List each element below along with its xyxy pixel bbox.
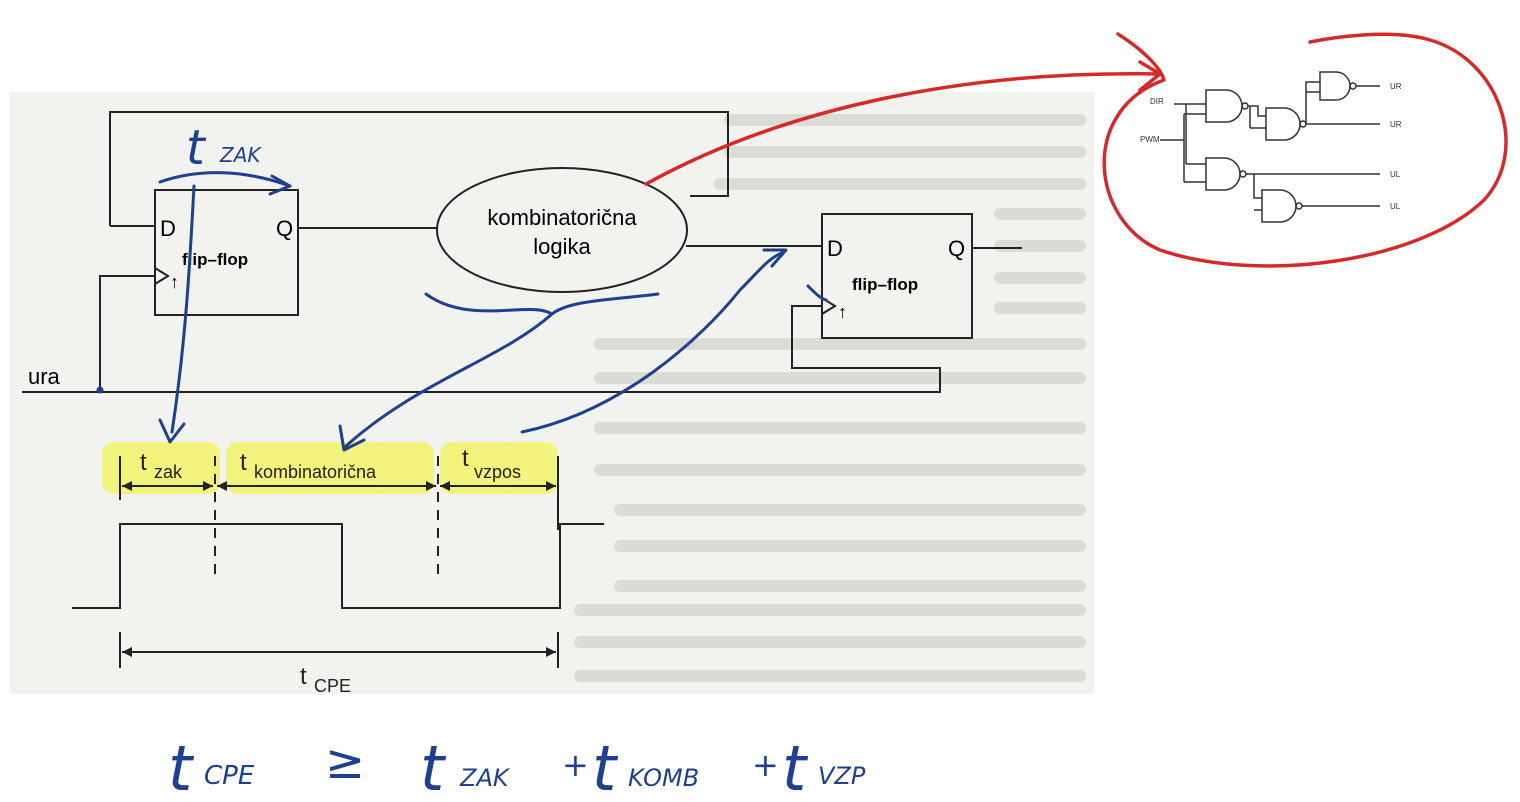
- tcpe-t: t: [300, 663, 307, 690]
- blue-annotations: [96, 171, 828, 452]
- tzak-sub: zak: [154, 462, 183, 482]
- tcpe-sub: CPE: [314, 676, 351, 696]
- clock-waveform: [72, 523, 604, 609]
- ff1-q-label: Q: [276, 216, 293, 241]
- background-page-text: [574, 114, 1086, 682]
- formula-rel: ≥: [325, 734, 365, 790]
- combinational-logic: kombinatorična logika: [436, 167, 688, 293]
- clock-wire-ff1: [99, 275, 155, 392]
- red-circle: [1102, 32, 1508, 268]
- formula-lhs-t: t: [168, 732, 195, 802]
- ur-label-1: UR: [1390, 82, 1402, 91]
- ff1-d-label: D: [160, 216, 176, 241]
- tvzpos-sub: vzpos: [474, 462, 521, 482]
- gate-schematic: [1160, 71, 1380, 223]
- formula-s3: VZP: [818, 762, 866, 790]
- gate-labels: DIR PWM UR UR UL UL: [1140, 82, 1402, 211]
- feedback-wire: [109, 111, 729, 226]
- nand-gate-icon: [1265, 107, 1301, 141]
- ul-label-1: UL: [1390, 170, 1401, 179]
- formula-t1: t: [420, 732, 447, 802]
- ur-label-2: UR: [1390, 120, 1402, 129]
- circuit: [22, 111, 1022, 393]
- tkomb-sub: kombinatorična: [254, 462, 377, 482]
- nand-gate-icon: [1319, 71, 1351, 101]
- clock-triangle-icon: [154, 267, 170, 285]
- formula-s2: KOMB: [628, 764, 699, 792]
- hand-tzak-sub: ZAK: [219, 143, 262, 167]
- ff2-d-label: D: [827, 236, 843, 261]
- nand-gate-icon: [1205, 157, 1241, 191]
- hand-tzak-t: t: [186, 120, 207, 176]
- clock-label: ura: [28, 364, 61, 389]
- nand-gate-icon: [1205, 89, 1243, 123]
- timing-diagram: [72, 456, 604, 668]
- red-annotations: [644, 32, 1508, 268]
- logic-label-line1: kombinatorična: [487, 205, 637, 230]
- tzak-handwritten: t ZAK: [186, 120, 262, 176]
- ff1-name: flip–flop: [182, 250, 248, 269]
- ff1-up-arrow-icon: ↑: [170, 272, 179, 292]
- nand-gate-icon: [1261, 189, 1297, 223]
- ul-label-2: UL: [1390, 202, 1401, 211]
- timing-arrowheads: [122, 481, 556, 657]
- flip-flop-2: D Q flip–flop ↑: [821, 213, 973, 339]
- handwritten-formula: t CPE ≥ t ZAK + t KOMB + t VZP: [168, 732, 866, 802]
- logic-label-line2: logika: [533, 234, 591, 259]
- formula-t3: t: [782, 732, 809, 802]
- clock-wire-ff2: [22, 305, 941, 393]
- formula-t2: t: [592, 732, 619, 802]
- flip-flop-1: D Q flip–flop ↑: [154, 189, 299, 316]
- timing-highlights: [102, 442, 558, 494]
- formula-s1: ZAK: [459, 764, 511, 792]
- dir-label: DIR: [1150, 97, 1164, 106]
- timing-labels: t zak t kombinatorična t vzpos t CPE: [140, 445, 521, 696]
- tvzpos-t: t: [462, 445, 469, 472]
- ff2-name: flip–flop: [852, 275, 918, 294]
- formula-lhs-sub: CPE: [204, 761, 255, 791]
- ff2-q-label: Q: [948, 236, 965, 261]
- ff2-up-arrow-icon: ↑: [838, 302, 847, 322]
- pwm-label: PWM: [1140, 135, 1160, 144]
- formula-plus1: +: [562, 746, 589, 784]
- tzak-t: t: [140, 449, 147, 476]
- tkomb-t: t: [240, 449, 247, 476]
- red-arrow: [644, 71, 1160, 186]
- formula-plus2: +: [752, 746, 779, 784]
